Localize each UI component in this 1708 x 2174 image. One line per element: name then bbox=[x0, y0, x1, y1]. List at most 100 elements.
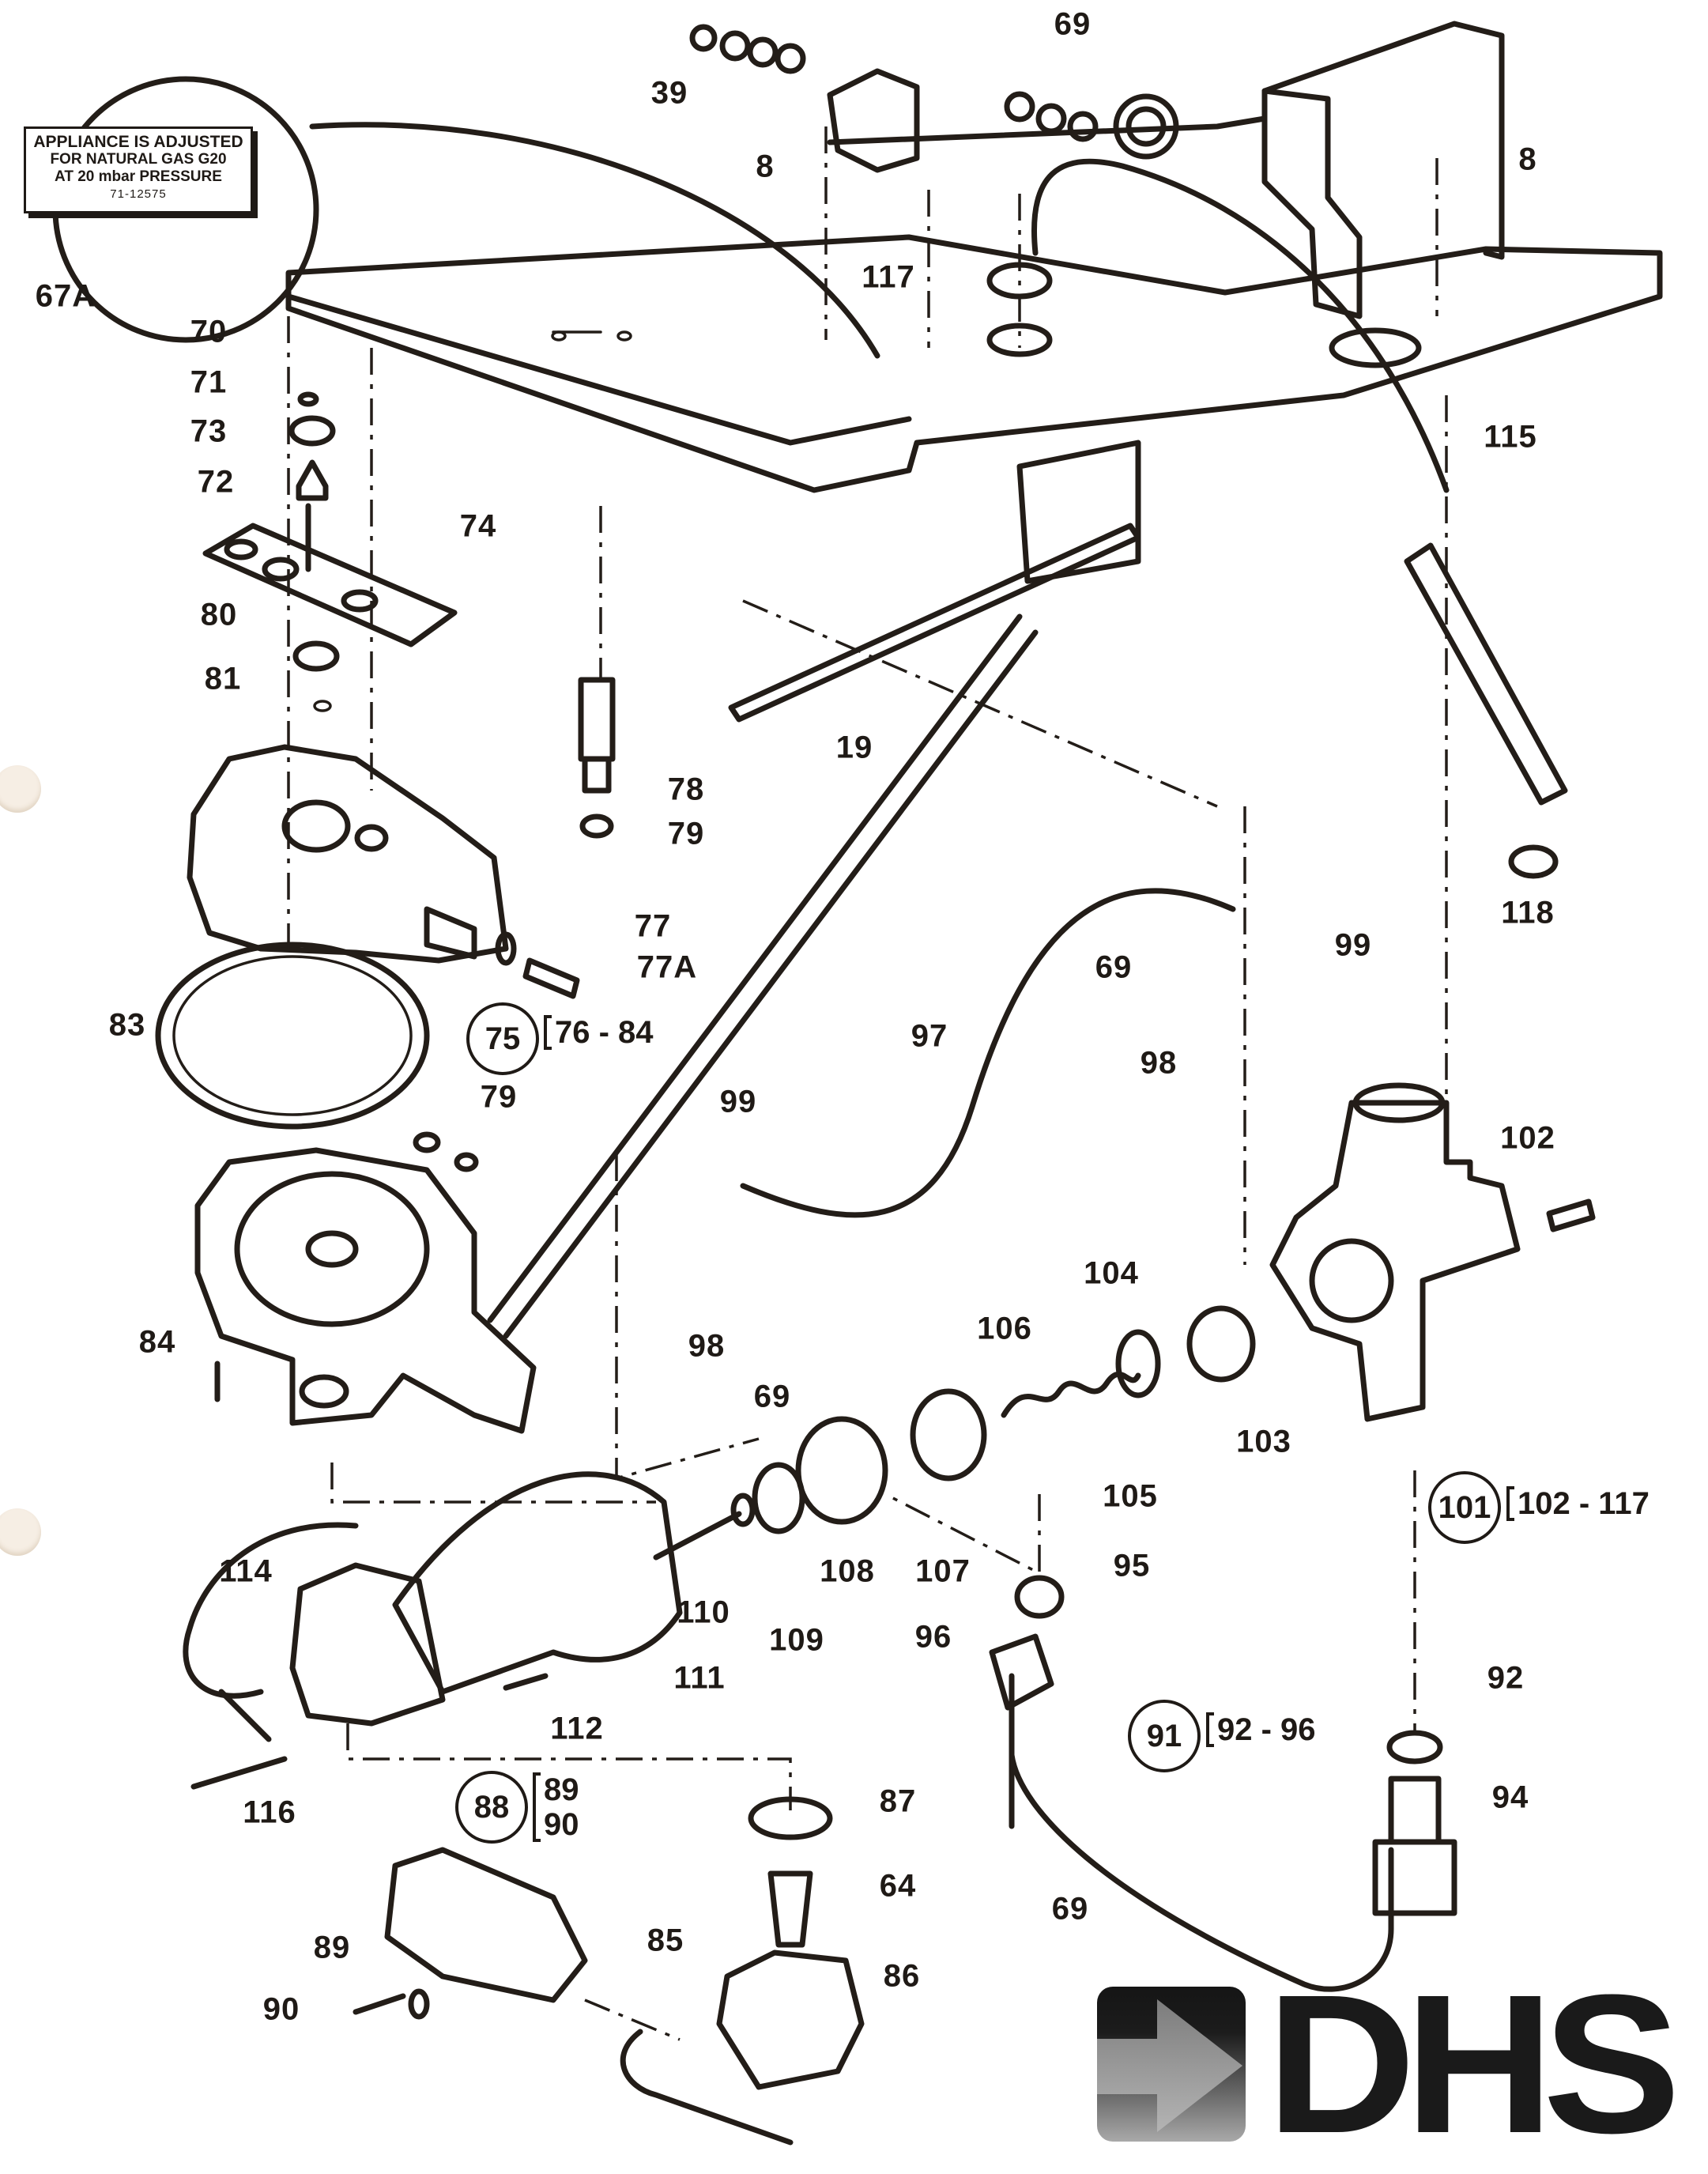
callout-110: 110 bbox=[677, 1595, 730, 1630]
callout-95: 95 bbox=[1113, 1548, 1151, 1583]
diaphragm-83 bbox=[155, 942, 430, 1130]
callout-8: 8 bbox=[756, 149, 775, 184]
assembly-88-include-90: 90 bbox=[544, 1807, 579, 1842]
callout-69: 69 bbox=[753, 1379, 791, 1414]
callout-109: 109 bbox=[769, 1622, 824, 1658]
callout-105: 105 bbox=[1103, 1478, 1158, 1514]
callout-79: 79 bbox=[667, 816, 705, 851]
callout-112: 112 bbox=[550, 1711, 604, 1746]
screw-90 bbox=[353, 1993, 406, 2015]
callout-64: 64 bbox=[879, 1868, 917, 1904]
washer-109 bbox=[730, 1493, 756, 1527]
spring-105 bbox=[1001, 1371, 1141, 1418]
callout-117: 117 bbox=[862, 259, 915, 295]
label-line-2: FOR NATURAL GAS G20 bbox=[50, 151, 227, 168]
callout-104: 104 bbox=[1084, 1255, 1139, 1291]
plug-103 bbox=[1186, 1305, 1256, 1383]
callout-89: 89 bbox=[313, 1930, 351, 1965]
callout-103: 103 bbox=[1236, 1424, 1291, 1459]
callout-90: 90 bbox=[262, 1991, 300, 2027]
binder-hole-bottom bbox=[0, 1508, 41, 1556]
callout-70: 70 bbox=[190, 314, 228, 349]
callout-97: 97 bbox=[911, 1018, 948, 1054]
solenoid-assembly bbox=[183, 1471, 683, 1790]
right-arrow-icon bbox=[1097, 1999, 1242, 2132]
o-ring-108 bbox=[752, 1462, 805, 1534]
callout-39: 39 bbox=[650, 75, 688, 111]
callout-80: 80 bbox=[200, 597, 238, 632]
callout-115: 115 bbox=[1484, 419, 1537, 455]
regulator-upper-housing bbox=[187, 744, 509, 964]
capillary-tube bbox=[1031, 158, 1450, 493]
callout-92: 92 bbox=[1487, 1660, 1525, 1696]
callout-72: 72 bbox=[197, 464, 235, 500]
assembly-91-range: 92 - 96 bbox=[1206, 1712, 1316, 1747]
callout-107: 107 bbox=[915, 1553, 971, 1589]
callout-77A: 77A bbox=[636, 949, 698, 985]
ring-92 bbox=[1386, 1730, 1443, 1764]
dhs-logo: DHS bbox=[1097, 1965, 1681, 2163]
callout-79: 79 bbox=[480, 1079, 518, 1115]
manifold-fittings bbox=[689, 24, 1268, 173]
label-line-1: APPLIANCE IS ADJUSTED bbox=[33, 133, 243, 151]
callout-69: 69 bbox=[1095, 949, 1133, 985]
ring-95 bbox=[1014, 1575, 1065, 1619]
fitting-78 bbox=[578, 677, 616, 762]
valve-body-101 bbox=[1269, 1082, 1596, 1422]
pipe-97 bbox=[740, 888, 1236, 1218]
sensor-probe-115 bbox=[1404, 542, 1568, 806]
inlet-valve-88 bbox=[384, 1847, 588, 2003]
label-line-4: 71-12575 bbox=[110, 187, 167, 201]
callout-81: 81 bbox=[204, 661, 242, 696]
callout-78: 78 bbox=[667, 772, 705, 807]
flange-96 bbox=[989, 1633, 1054, 1711]
callout-86: 86 bbox=[883, 1958, 921, 1994]
assembly-91-badge: 91 bbox=[1128, 1700, 1201, 1772]
callout-87: 87 bbox=[879, 1783, 917, 1819]
nut-86 bbox=[716, 1949, 865, 2090]
callout-108: 108 bbox=[820, 1553, 875, 1589]
assembly-101-badge: 101 bbox=[1428, 1471, 1501, 1544]
callout-77: 77 bbox=[634, 908, 672, 944]
o-ring-118 bbox=[1508, 844, 1559, 879]
elbow-85 bbox=[620, 2029, 794, 2146]
plate-74 bbox=[202, 523, 458, 647]
assembly-88-includes: 89 90 bbox=[533, 1772, 579, 1842]
callout-69: 69 bbox=[1054, 6, 1092, 42]
callout-83: 83 bbox=[108, 1007, 146, 1043]
piston-106 bbox=[910, 1388, 987, 1481]
mounting-bracket bbox=[1261, 21, 1505, 368]
o-ring-104 bbox=[1115, 1329, 1161, 1398]
assembly-75-range: 76 - 84 bbox=[544, 1015, 654, 1050]
callout-74: 74 bbox=[459, 508, 497, 544]
callout-8: 8 bbox=[1518, 142, 1537, 177]
appliance-adjustment-label: APPLIANCE IS ADJUSTED FOR NATURAL GAS G2… bbox=[24, 126, 253, 213]
screw-77A bbox=[522, 957, 580, 999]
nut-94 bbox=[1372, 1839, 1457, 1916]
callout-99: 99 bbox=[719, 1084, 757, 1119]
outlet-pipe-91 bbox=[1009, 1673, 1394, 1992]
callout-85: 85 bbox=[647, 1923, 684, 1958]
callout-111: 111 bbox=[673, 1660, 726, 1696]
label-line-3: AT 20 mbar PRESSURE bbox=[55, 168, 222, 185]
callout-69: 69 bbox=[1051, 1891, 1089, 1927]
callout-67A: 67A bbox=[35, 278, 96, 314]
callout-94: 94 bbox=[1491, 1780, 1529, 1815]
callout-102: 102 bbox=[1500, 1120, 1555, 1156]
callout-84: 84 bbox=[138, 1324, 176, 1360]
callout-99: 99 bbox=[1334, 927, 1372, 963]
screw-102 bbox=[1546, 1198, 1596, 1232]
binder-hole-top bbox=[0, 765, 41, 813]
assembly-88-badge: 88 bbox=[455, 1771, 528, 1844]
callout-98: 98 bbox=[1140, 1045, 1178, 1081]
chassis-plate bbox=[285, 234, 1663, 493]
assembly-88-include-89: 89 bbox=[544, 1772, 579, 1807]
callout-114: 114 bbox=[219, 1553, 273, 1589]
callout-96: 96 bbox=[914, 1619, 952, 1655]
callout-71: 71 bbox=[190, 364, 228, 400]
assembly-75-badge: 75 bbox=[466, 1002, 539, 1075]
callout-116: 116 bbox=[243, 1795, 296, 1830]
callout-98: 98 bbox=[688, 1328, 726, 1364]
